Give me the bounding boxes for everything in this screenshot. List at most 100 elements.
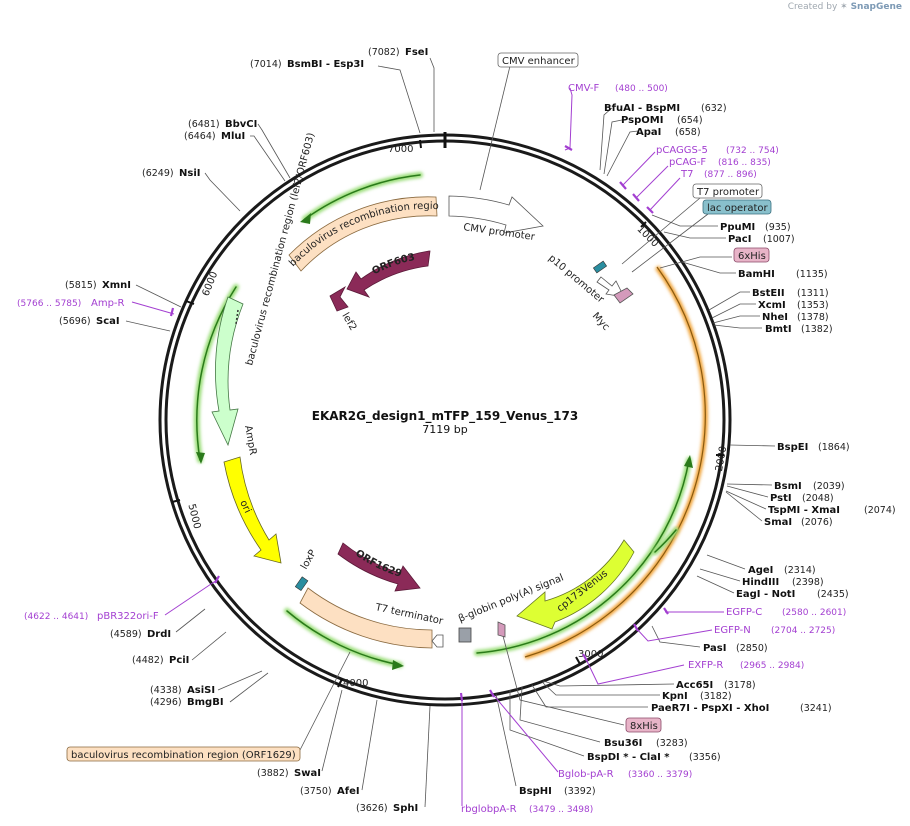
enzyme-scai[interactable]: ScaI [96, 316, 120, 327]
enzyme-hindiii[interactable]: HindIII [742, 577, 779, 588]
primer-egfpn-leader [635, 627, 713, 642]
enzyme-afei[interactable]: AfeI [337, 786, 360, 797]
enzyme-ppumi[interactable]: PpuMI [720, 222, 755, 233]
leader-pspomi [603, 119, 623, 175]
tick-7000: 7000 [388, 144, 413, 155]
enzyme-smai[interactable]: SmaI [764, 517, 792, 528]
myc-feature [613, 287, 634, 304]
leader-paci [663, 231, 726, 239]
leader-mlui [250, 135, 286, 182]
enzyme-kpni[interactable]: KpnI [662, 691, 688, 702]
enzyme-nhei-pos: (1378) [797, 312, 829, 323]
enzyme-psti[interactable]: PstI [770, 493, 792, 504]
enzyme-drdi[interactable]: DrdI [147, 629, 171, 640]
green-arc-left-arrow [196, 452, 205, 464]
enzyme-bfuai-pos: (632) [701, 103, 727, 114]
enzyme-pspomi-pos: (654) [677, 115, 703, 126]
enzyme-nhei[interactable]: NheI [762, 312, 788, 323]
enzyme-fsei[interactable]: FseI [405, 47, 428, 58]
enzyme-asisi[interactable]: AsiSI [187, 685, 215, 696]
primer-pcaggs5[interactable]: pCAGGS-5 [656, 145, 708, 156]
enzyme-bfuai[interactable]: BfuAI - BspMI [604, 103, 680, 114]
enzyme-bsu36i[interactable]: Bsu36I [604, 738, 642, 749]
enzyme-bspei[interactable]: BspEI [777, 442, 808, 453]
enzyme-paer7i[interactable]: PaeR7I - PspXI - XhoI [651, 703, 769, 714]
enzyme-pasi-pos: (2850) [736, 643, 768, 654]
primer-t7[interactable]: T7 [680, 169, 693, 180]
primer-tick-egfpc [663, 607, 669, 615]
baculo-lef2-region [288, 196, 438, 272]
leader-fsei [429, 57, 435, 132]
primer-pbr322-leader [164, 579, 218, 616]
enzyme-smai-pos: (2076) [801, 517, 833, 528]
enzyme-eagi[interactable]: EagI - NotI [736, 589, 795, 600]
primer-egfpn[interactable]: EGFP-N [714, 625, 751, 636]
primer-cmvf[interactable]: CMV-F [568, 83, 599, 94]
credit-brand: SnapGene [850, 2, 902, 12]
primer-tick-bglob [489, 689, 495, 698]
snapgene-logo-icon: ✶ [840, 2, 848, 12]
primer-pbr322[interactable]: pBR322ori-F [97, 611, 159, 622]
enzyme-sphi[interactable]: SphI [393, 803, 418, 814]
enzyme-apai[interactable]: ApaI [636, 127, 661, 138]
enzyme-scai-pos: (5696) [59, 316, 91, 327]
box-lac-operator[interactable] [702, 199, 772, 215]
leader-nsii [204, 172, 241, 212]
leader-nhei [712, 315, 760, 324]
enzyme-nsii[interactable]: NsiI [179, 168, 200, 179]
green-arc-top-core [304, 174, 421, 220]
enzyme-swai[interactable]: SwaI [294, 768, 321, 779]
leader-kpni [541, 681, 660, 696]
enzyme-bbvci[interactable]: BbvCI [225, 119, 257, 130]
enzyme-bamhi[interactable]: BamHI [738, 269, 775, 280]
enzyme-tspmi-pos: (2074) [864, 505, 896, 516]
leader-swai [321, 689, 343, 772]
ori-label: ori [237, 499, 252, 515]
enzyme-pspomi[interactable]: PspOMI [621, 115, 663, 126]
lef2-arrow [329, 285, 349, 312]
enzyme-bsteii[interactable]: BstEII [752, 288, 785, 299]
box-8xhis[interactable] [625, 717, 662, 733]
primer-ticks [169, 145, 669, 702]
enzyme-bmti[interactable]: BmtI [765, 324, 792, 335]
leader-lac-operator [631, 213, 709, 273]
enzyme-mlui[interactable]: MluI [221, 131, 245, 142]
box-t7-promoter[interactable] [692, 183, 763, 199]
enzyme-pasi[interactable]: PasI [703, 643, 726, 654]
enzyme-kpni-pos: (3182) [700, 691, 732, 702]
enzyme-bspdi[interactable]: BspDI * - ClaI * [587, 752, 670, 763]
leader-bfuai [599, 107, 613, 171]
primer-egfpc[interactable]: EGFP-C [726, 607, 762, 618]
box-cmv-enhancer[interactable] [497, 52, 579, 68]
box-baculo-orf1629[interactable] [66, 746, 301, 762]
plasmid-size: 7119 bp [422, 423, 467, 436]
tick-6000-line [185, 300, 195, 305]
primer-ampr[interactable]: Amp-R [91, 298, 125, 309]
enzyme-pcii[interactable]: PciI [169, 655, 189, 666]
enzyme-bsphi[interactable]: BspHI [519, 786, 552, 797]
enzyme-bsmbi[interactable]: BsmBI - Esp3I [287, 59, 364, 70]
enzyme-bsmi-pos: (2039) [813, 481, 845, 492]
enzyme-xcmi[interactable]: XcmI [758, 300, 786, 311]
enzyme-mlui-pos: (6464) [184, 131, 216, 142]
leader-scai [125, 320, 171, 332]
enzyme-tspmi[interactable]: TspMI - XmaI [768, 505, 840, 516]
primer-exfpr[interactable]: EXFP-R [688, 660, 723, 671]
enzyme-paci[interactable]: PacI [728, 234, 751, 245]
enzyme-agei[interactable]: AgeI [748, 565, 773, 576]
primer-pcagf-range: (816 .. 835) [718, 158, 771, 168]
enzyme-bmgbi[interactable]: BmgBI [187, 697, 224, 708]
primer-rbglob[interactable]: rbglobpA-R [461, 804, 517, 815]
enzyme-xmni[interactable]: XmnI [102, 280, 131, 291]
primer-bglob[interactable]: Bglob-pA-R [558, 769, 614, 780]
tick-3000: 3000 [578, 649, 603, 660]
enzyme-bmti-pos: (1382) [801, 324, 833, 335]
enzyme-acc65i[interactable]: Acc65I [676, 680, 713, 691]
enzyme-bsmi[interactable]: BsmI [774, 481, 802, 492]
primer-pcagf[interactable]: pCAG-F [669, 157, 706, 168]
enzyme-bspdi-pos: (3356) [689, 752, 721, 763]
leader-bsmi [726, 483, 773, 486]
box-6xhis[interactable] [733, 247, 770, 263]
enzyme-bamhi-pos: (1135) [796, 269, 828, 280]
